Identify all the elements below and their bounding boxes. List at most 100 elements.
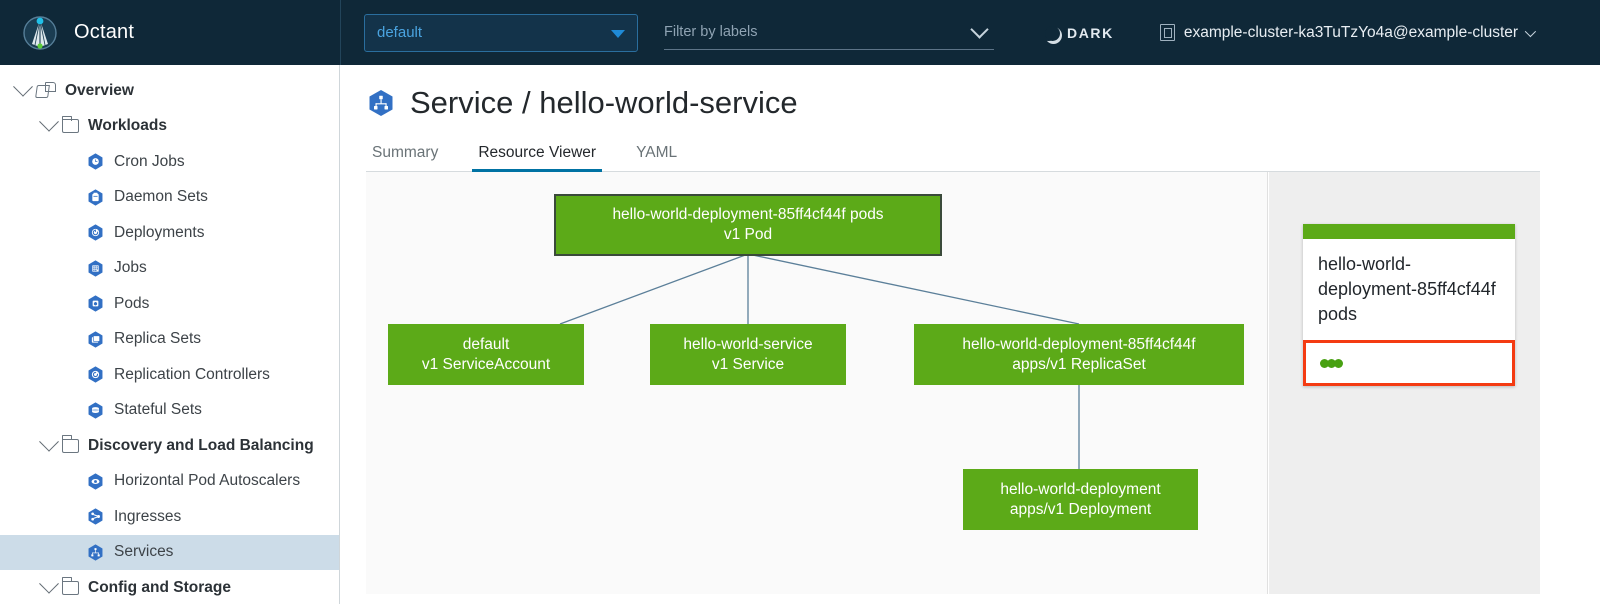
graph-node-line1: hello-world-deployment-85ff4cf44f (962, 335, 1196, 353)
k8s-sts-icon (86, 401, 105, 420)
tab-resource-viewer[interactable]: Resource Viewer (472, 144, 602, 172)
sidebar-item-jobs[interactable]: Jobs (0, 251, 339, 287)
graph-node-line1: hello-world-service (683, 335, 813, 353)
label-filter-placeholder: Filter by labels (664, 24, 758, 40)
sidebar-item-stateful-sets[interactable]: Stateful Sets (0, 393, 339, 429)
sidebar-item-ingresses[interactable]: Ingresses (0, 499, 339, 535)
sidebar-item-discovery-and-load-balancing[interactable]: Discovery and Load Balancing (0, 428, 339, 464)
tab-bar: Summary Resource Viewer YAML (366, 139, 1540, 172)
page-title-text: Service / hello-world-service (410, 85, 798, 120)
sidebar-item-label: Horizontal Pod Autoscalers (114, 472, 301, 490)
graph-node-pod[interactable]: hello-world-deployment-85ff4cf44f pods v1… (554, 194, 942, 256)
graph-node-rs[interactable]: hello-world-deployment-85ff4cf44f apps/v1… (914, 324, 1244, 385)
graph-node-line2: v1 Service (711, 355, 785, 373)
cluster-name: example-cluster-ka3TuTzYo4a@example-clus… (1183, 23, 1519, 41)
page-title: Service / hello-world-service (366, 85, 1600, 121)
sidebar-item-replica-sets[interactable]: Replica Sets (0, 322, 339, 358)
sidebar-item-label: Deployments (114, 223, 205, 241)
k8s-deploy-icon (86, 223, 105, 242)
resource-graph: hello-world-deployment-85ff4cf44f pods v1… (366, 172, 1268, 594)
graph-node-line2: v1 Pod (723, 226, 773, 243)
status-dots (1320, 358, 1343, 368)
k8s-ingress-icon (86, 507, 105, 526)
sidebar-item-label: Discovery and Load Balancing (88, 436, 314, 454)
chevron-down-icon (1524, 25, 1537, 37)
sidebar-item-label: Config and Storage (88, 578, 231, 596)
cluster-icon (1159, 24, 1175, 41)
folder-icon (61, 115, 79, 134)
folder-icon (61, 435, 79, 453)
sidebar-item-label: Replica Sets (114, 330, 202, 348)
graph-node-line2: v1 ServiceAccount (421, 355, 551, 373)
sidebar-item-label: Overview (65, 81, 134, 99)
resource-card[interactable]: hello-world-deployment-85ff4cf44f pods (1303, 224, 1515, 386)
status-dot (1327, 358, 1336, 368)
sidebar-item-label: Replication Controllers (114, 365, 270, 383)
sidebar-item-label: Services (114, 543, 174, 561)
graph-node-line1: hello-world-deployment-85ff4cf44f pods (612, 206, 884, 223)
k8s-rs-icon (86, 330, 105, 349)
theme-toggle[interactable]: DARK (1040, 24, 1114, 41)
namespace-selector[interactable]: default (364, 13, 638, 52)
namespace-value: default (377, 24, 423, 41)
status-dot (1320, 358, 1329, 368)
sidebar-item-deployments[interactable]: Deployments (0, 215, 339, 251)
folder-icon (61, 577, 79, 595)
graph-node-line2: apps/v1 ReplicaSet (1012, 355, 1146, 373)
overview-icon (36, 82, 56, 99)
card-status-bar (1303, 224, 1515, 239)
sidebar-item-daemon-sets[interactable]: Daemon Sets (0, 180, 339, 216)
expand-caret-icon[interactable] (36, 573, 62, 595)
graph-node-line2: apps/v1 Deployment (1009, 500, 1152, 518)
status-dot (1334, 358, 1343, 368)
k8s-rc-icon (86, 365, 105, 384)
expand-caret-icon[interactable] (36, 431, 62, 453)
graph-node-sa[interactable]: default v1 ServiceAccount (388, 324, 584, 385)
k8s-hpa-icon (86, 472, 105, 491)
brand-name: Octant (74, 21, 135, 43)
resource-viewer: hello-world-deployment-85ff4cf44f pods v1… (366, 172, 1540, 594)
card-title: hello-world-deployment-85ff4cf44f pods (1318, 254, 1496, 324)
brand[interactable]: Octant (0, 0, 340, 65)
card-status-section[interactable] (1303, 340, 1515, 386)
sidebar-item-label: Pods (114, 294, 150, 312)
sidebar-item-replication-controllers[interactable]: Replication Controllers (0, 357, 339, 393)
graph-node-line1: default (462, 335, 510, 353)
sidebar-item-services[interactable]: Services (0, 534, 339, 570)
chevron-down-icon[interactable] (970, 19, 989, 39)
expand-caret-icon[interactable] (36, 112, 62, 133)
sidebar-item-config-and-storage[interactable]: Config and Storage (0, 570, 339, 604)
sidebar-item-overview[interactable]: Overview (0, 73, 339, 109)
main-content: Service / hello-world-service Summary Res… (340, 65, 1600, 604)
k8s-service-icon (86, 543, 105, 562)
k8s-pod-icon (86, 294, 105, 313)
sidebar-item-label: Ingresses (114, 507, 182, 525)
k8s-daemonset-icon (86, 188, 105, 207)
sidebar-item-workloads[interactable]: Workloads (0, 109, 339, 145)
k8s-service-icon (366, 88, 396, 118)
graph-node-line1: hello-world-deployment (1000, 480, 1161, 498)
theme-toggle-label: DARK (1067, 24, 1114, 41)
tab-yaml[interactable]: YAML (636, 144, 678, 161)
sidebar-item-horizontal-pod-autoscalers[interactable]: Horizontal Pod Autoscalers (0, 464, 339, 500)
graph-edges (559, 253, 1080, 469)
expand-caret-icon[interactable] (10, 76, 36, 98)
sidebar-item-label: Jobs (114, 259, 147, 277)
cluster-selector[interactable]: example-cluster-ka3TuTzYo4a@example-clus… (1159, 23, 1537, 42)
triangle-down-icon (611, 29, 625, 38)
top-header: Octant default Filter by labels DARK exa… (0, 0, 1600, 65)
octant-logo-icon (22, 15, 58, 51)
sidebar-item-pods[interactable]: Pods (0, 286, 339, 322)
label-filter-input[interactable]: Filter by labels (664, 16, 994, 50)
sidebar-item-cron-jobs[interactable]: Cron Jobs (0, 144, 339, 180)
header-divider (340, 0, 341, 65)
graph-node-deploy[interactable]: hello-world-deployment apps/v1 Deployment (963, 469, 1198, 530)
k8s-cronjob-icon (86, 152, 105, 171)
tab-summary[interactable]: Summary (372, 144, 439, 161)
detail-panel: hello-world-deployment-85ff4cf44f pods (1269, 172, 1540, 594)
sidebar-item-label: Cron Jobs (114, 152, 185, 170)
graph-node-svc[interactable]: hello-world-service v1 Service (650, 324, 846, 385)
